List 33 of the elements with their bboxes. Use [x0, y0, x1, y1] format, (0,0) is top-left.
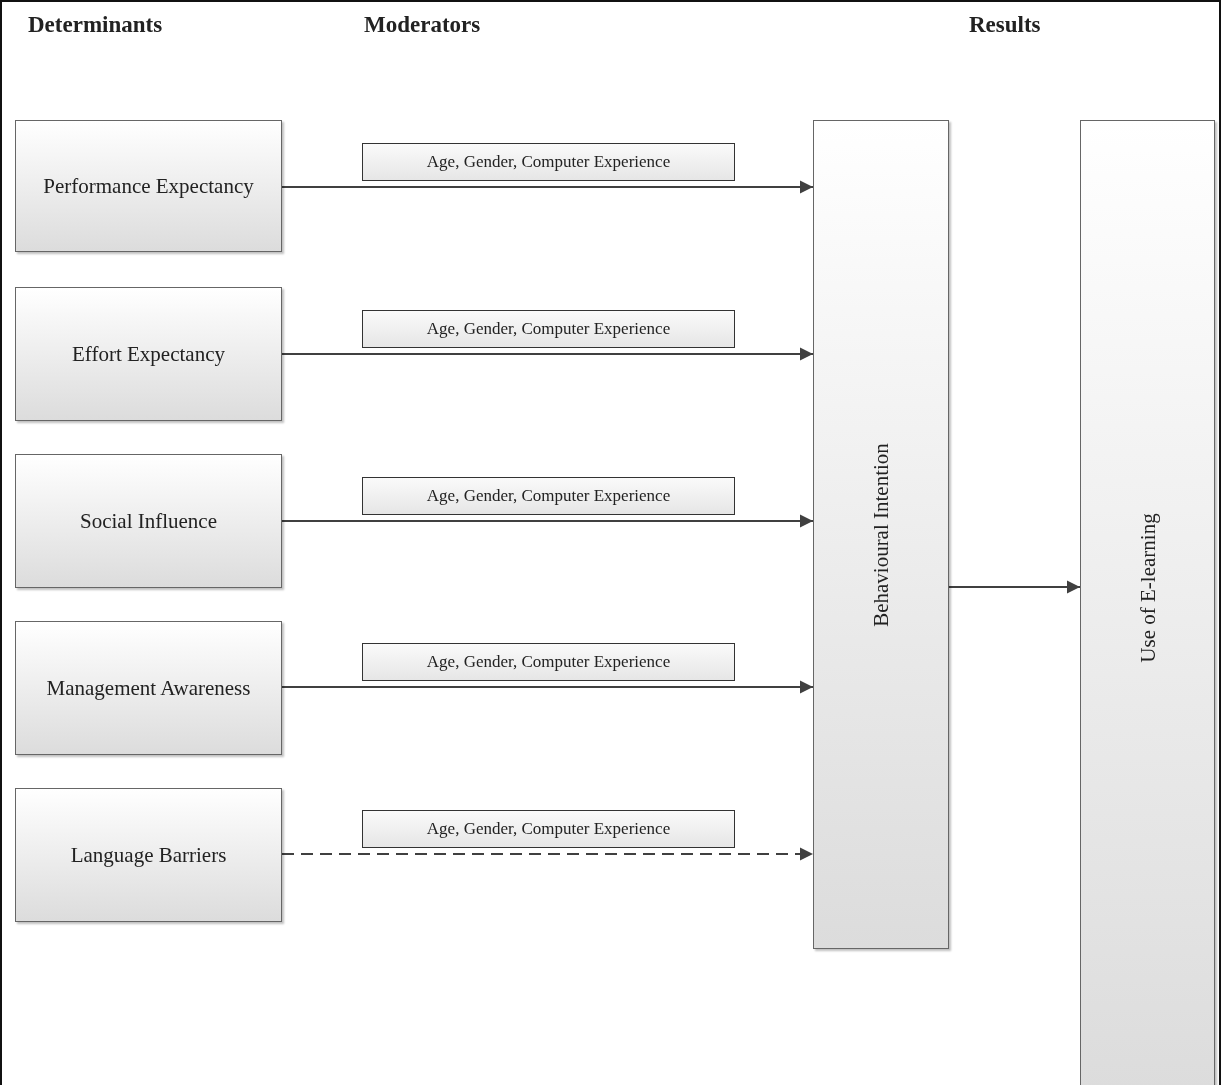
moderator-box	[362, 310, 735, 348]
determinant-box	[15, 621, 282, 755]
determinant-box	[15, 454, 282, 588]
moderator-box	[362, 643, 735, 681]
node-label: Age, Gender, Computer Experience	[426, 650, 671, 673]
node-label: Effort Expectancy	[72, 340, 225, 368]
determinant-box	[15, 788, 282, 922]
arrow	[282, 347, 813, 361]
arrow	[282, 680, 813, 694]
result-box	[813, 120, 949, 949]
node-label: Language Barriers	[70, 841, 227, 869]
determinant-box	[15, 120, 282, 252]
result-box	[1080, 120, 1215, 1085]
node-label: Social Influence	[80, 507, 217, 535]
column-heading: Results	[969, 12, 1041, 38]
node-label: Age, Gender, Computer Experience	[426, 150, 671, 173]
arrow	[282, 180, 813, 194]
moderator-box	[362, 143, 735, 181]
arrow	[949, 580, 1080, 594]
column-heading: Moderators	[364, 12, 481, 38]
node-label: Behavioural Intention	[868, 442, 894, 627]
node-label: Use of E-learning	[1135, 513, 1160, 663]
determinant-box	[15, 287, 282, 421]
node-label: Performance Expectancy	[43, 172, 254, 200]
node-label: Age, Gender, Computer Experience	[426, 817, 671, 840]
column-heading: Determinants	[28, 12, 163, 38]
moderator-box	[362, 810, 735, 848]
arrow	[282, 514, 813, 528]
node-label: Age, Gender, Computer Experience	[426, 317, 671, 340]
moderator-box	[362, 477, 735, 515]
node-label: Age, Gender, Computer Experience	[426, 484, 671, 507]
node-label: Management Awareness	[46, 674, 251, 702]
arrow	[282, 847, 813, 861]
